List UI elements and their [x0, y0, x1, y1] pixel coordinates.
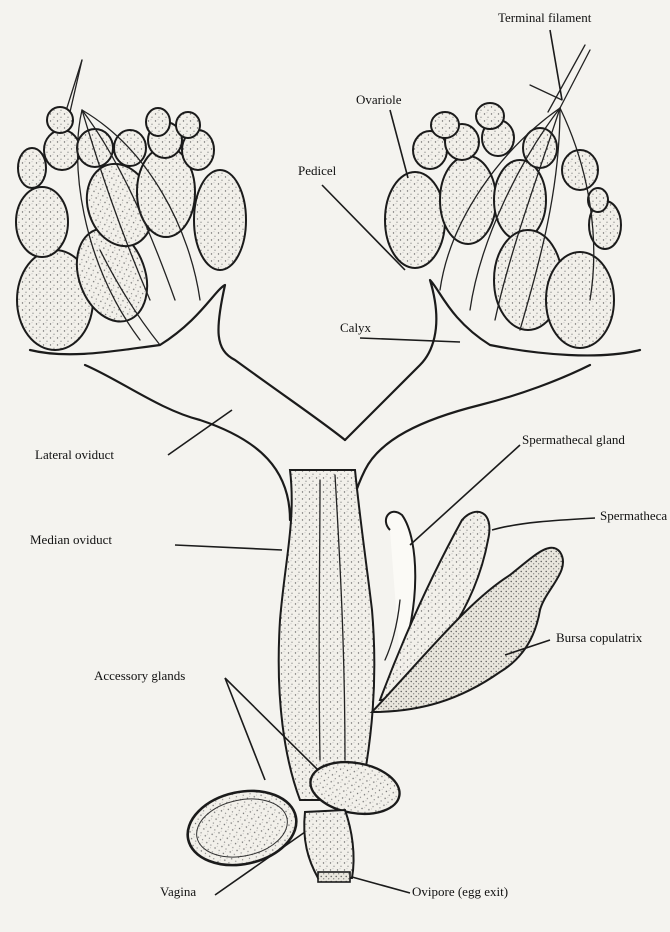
label-terminal-filament: Terminal filament — [498, 10, 591, 26]
label-spermathecal-gland: Spermathecal gland — [522, 432, 625, 448]
label-ovariole: Ovariole — [356, 92, 401, 108]
right-terminal-filaments — [530, 45, 590, 112]
left-lateral-oviduct — [85, 365, 290, 520]
vagina — [304, 810, 353, 878]
median-oviduct — [279, 470, 375, 800]
label-lateral-oviduct: Lateral oviduct — [35, 447, 114, 463]
left-ovarioles — [16, 107, 246, 350]
label-median-oviduct: Median oviduct — [30, 532, 112, 548]
label-accessory-glands: Accessory glands — [94, 668, 185, 684]
label-bursa-copulatrix: Bursa copulatrix — [556, 630, 642, 646]
right-ovary — [345, 45, 640, 520]
label-ovipore: Ovipore (egg exit) — [412, 884, 508, 900]
label-calyx: Calyx — [340, 320, 371, 336]
label-spermatheca: Spermatheca — [600, 508, 667, 524]
right-ovarioles — [385, 103, 621, 348]
ovipore — [318, 872, 350, 882]
label-vagina: Vagina — [160, 884, 196, 900]
label-pedicel: Pedicel — [298, 163, 336, 179]
